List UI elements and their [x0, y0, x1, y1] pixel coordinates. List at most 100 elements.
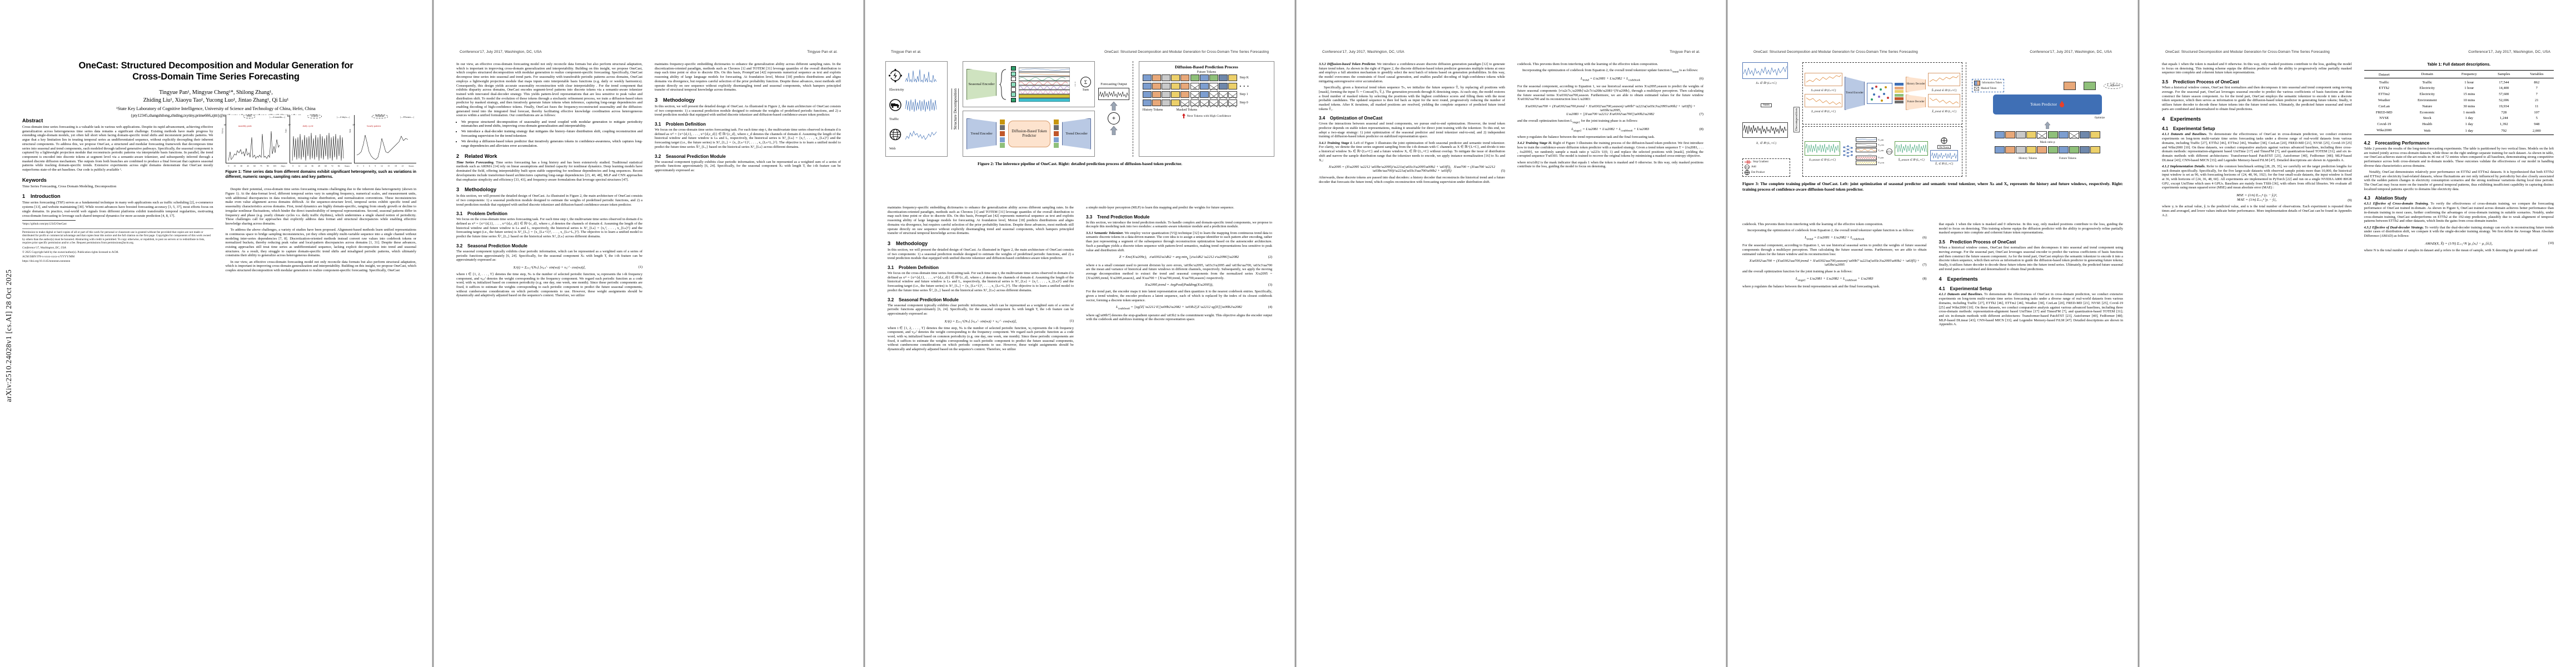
p3-equation-4: Lcodebook = ||sg[Z] \u2212 E||\u00b2\u20… — [1116, 305, 1272, 311]
figure3-caption: Figure 3: The complete training pipeline… — [1742, 181, 2123, 192]
p5-equation-7: X\u0302\ua700 = (X\u0302\ua700,trend + X… — [1749, 259, 1927, 267]
page-2: Conference'17, July 2017, Washington, DC… — [434, 0, 863, 667]
p4-equation-6: Ltrend = L\u2081 + L\u2082 + Lcodebook(6… — [1580, 76, 1703, 82]
table1-col-variables: Variables — [2530, 72, 2544, 77]
figure3-xh-label: Xₕ ∈ ℝ^{Lₕ×C} — [1756, 82, 1777, 85]
figure2-brace-left — [999, 69, 1007, 99]
figure2-plus-node: + — [1108, 112, 1120, 125]
p5-equation-6: Ltrend = L\u2081 + L\u2082 + Lcodebook(6… — [1805, 235, 1927, 241]
runhead-title-p3: OneCast: Structured Decomposition and Mo… — [1104, 50, 1269, 54]
table-1-dataset-descriptions: Dataset Domain Frequency Samples Variabl… — [2364, 70, 2554, 135]
copyright-holder: © 2025 Copyright held by the owner/autho… — [22, 250, 119, 254]
p4-right-p3: and the overall optimization function Ls… — [1517, 119, 1638, 125]
svg-text:\u03c9: \u03c9 — [1745, 167, 1750, 170]
figure1-xaxis-traffic: 0 12 24 36 48 60 72 84 /hours — [292, 165, 350, 167]
token-sequence-step-0 — [1142, 99, 1238, 108]
runhead-conference-p5: Conference'17, July 2017, Washington, DC… — [2030, 50, 2112, 54]
p5-left-p4: where p regulates the balance between th… — [1742, 285, 1880, 289]
token-sequence-step-1 — [1142, 91, 1238, 99]
flame-icon — [2060, 101, 2064, 108]
footnote-code-url[interactable]: ¹https://github.com/pty12345/OneCast — [22, 222, 67, 226]
figure-1: /views 10³ Web |—2 months—| monthly peak… — [221, 115, 417, 167]
figure1-xaxis-weather: 0 3 6 9 12 15 18 21 /hours — [357, 165, 414, 167]
figure3-history-input: Xₕ ∈ ℝ^{Lₕ×C} — [1742, 62, 1790, 85]
figure3-clean-sequence — [1994, 146, 2101, 153]
p3-seasonal-body: The seasonal component typically exhibit… — [888, 303, 1074, 316]
page4-column-right: codebook. This prevents them from interf… — [1517, 62, 1703, 186]
problem-definition-body-right: We focus on the cross-domain time series… — [655, 128, 841, 149]
electricity-icon — [889, 69, 902, 83]
p4-equation-5: X\u2095 = (X\u2095 \u2212 \u03bc\u2095)/… — [1328, 165, 1505, 173]
p3-problem-definition: We focus on the cross-domain time series… — [888, 271, 1074, 292]
p4-341-runin: 3.4.1 Training Stage I. — [1319, 141, 1353, 145]
p6-amad-formula: AMAD(X, X̂) = (1/N) Σᵢ₌₁^N |μ_{xᵢ} − μ_{… — [2425, 241, 2493, 246]
page4-column-left: 3.3.2 Diffusion-based Token Predictor. W… — [1319, 62, 1505, 186]
figure3-token-predictor: Token Predictor — [1993, 94, 2102, 115]
figure1-annotation-weather: hourly pattern — [367, 125, 381, 127]
arrow-up-icon — [1110, 102, 1118, 111]
copyright-permission: Permission to make digital or hard copie… — [22, 230, 211, 245]
traffic-truck-icon — [889, 99, 901, 111]
figure1-sparkline-traffic — [292, 132, 344, 161]
figure2-vdots: ⋮ — [1073, 81, 1078, 87]
keywords-heading: Keywords — [22, 177, 47, 183]
figure2-trend-encoder: Trend Encoder — [966, 118, 996, 150]
dot-product-node — [1941, 137, 1947, 144]
masked-token-icon — [1974, 86, 1979, 91]
figure1-span-traffic: |—2 days—| — [337, 116, 350, 118]
figure2-caption: Figure 2: The inference pipeline of OneC… — [977, 161, 1183, 166]
figure2-sum-node: Σ Sum — [1080, 77, 1091, 92]
p6-prediction-process: When a historical window comes, OneCast … — [2162, 86, 2352, 111]
p3-right-p3: For the trend part, the encoder maps it … — [1086, 290, 1272, 302]
runhead-conference-p6: Conference'17, July 2017, Washington, DC… — [2468, 50, 2550, 54]
runhead-authors-p2: Tingyue Pan et al. — [807, 50, 838, 54]
figure3-xf-season-hat — [1895, 141, 1929, 156]
runhead-authors-p3: Tingyue Pan et al. — [891, 50, 921, 54]
figure1-domain-label-weather: Weather — [372, 115, 388, 118]
figure2-trend-decoder: Trend Decoder — [1062, 118, 1091, 150]
figure1-domain-label-traffic: Traffic — [307, 115, 322, 118]
p4-right-p0: codebook. This prevents them from interf… — [1517, 62, 1658, 66]
figure3-xh-trend — [1805, 73, 1842, 87]
page5-column-right: that equals 1 when the token is masked a… — [1939, 222, 2124, 329]
figure3-denorm-label: De-Norm — [1937, 145, 1951, 149]
p4-332-runin: 3.3.2 Diffusion-based Token Predictor. — [1319, 62, 1376, 66]
figure3-masked-sequence — [1994, 131, 2101, 140]
p3-right-p4: where sg[\u00b7] denotes the stop-gradie… — [1086, 313, 1272, 322]
token-sequence-step-k — [1142, 74, 1238, 81]
figure3-divider — [1966, 62, 1969, 177]
figure2-label-web: Web — [889, 146, 896, 151]
table1-caption: Table 1: Full dataset descriptions. — [2427, 62, 2491, 67]
copyright-isbn: ACM ISBN 978-x-xxxx-xxxx-x/YYYY/MM — [22, 255, 74, 258]
token-sequence-dots — [1142, 83, 1238, 91]
figure3-history-decoder: History Decoder — [1906, 76, 1926, 92]
page6-column-right: Table 1: Full dataset descriptions. Data… — [2364, 62, 2554, 255]
intro-paragraph-3: To address the above challenges, a varie… — [225, 228, 417, 258]
figure2-electricity-series — [905, 69, 937, 83]
figure1-domain-label-web: Web — [243, 115, 255, 118]
figure3-add-node: \u03c9 — [1886, 148, 1892, 155]
figure2-step-k-row: Step K — [1142, 74, 1270, 81]
figure3-xf-trend-hat — [1928, 94, 1960, 108]
copyright-rule — [22, 228, 213, 229]
page-6: OneCast: Structured Decomposition and Mo… — [2140, 0, 2576, 667]
figure3-legend-information-token: Information Token — [1974, 81, 2002, 86]
figure2-divider — [1133, 61, 1135, 157]
p6-section-4-3-1: 4.3.1 Effective of Cross-domain Training… — [2364, 202, 2554, 223]
figure3-future-input: X꜀ ∈ ℝ^{L꜀×C} — [1742, 122, 1790, 145]
copyright-doi[interactable]: https://doi.org/10.1145/nnnnnnn.nnnnnnn — [22, 260, 71, 263]
figure-2: Electricity Traffic — [885, 61, 1274, 166]
list-item: We introduce a dual-decoder training str… — [461, 130, 642, 138]
p6-right-last: where N is the total number of samples i… — [2364, 248, 2538, 252]
